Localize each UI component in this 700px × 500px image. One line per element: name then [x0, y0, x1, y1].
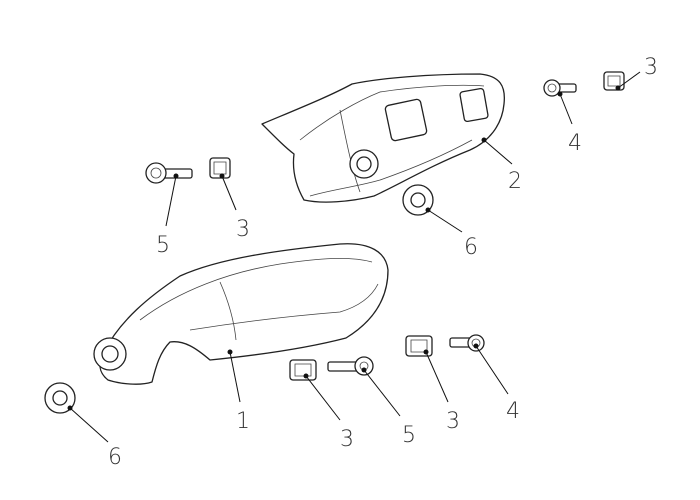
label-part-3-top-right: 3	[644, 55, 658, 80]
part-3-nut-bottom-a	[289, 359, 317, 381]
part-2-upper-cover	[261, 73, 506, 203]
part-6-washer-left	[44, 382, 76, 414]
label-part-3-left: 3	[236, 217, 250, 242]
label-part-4-bottom: 4	[506, 399, 520, 424]
label-part-4-top: 4	[568, 131, 582, 156]
part-6-washer-right	[402, 184, 434, 216]
label-part-1: 1	[236, 409, 250, 434]
label-part-2: 2	[508, 169, 522, 194]
part-3-nut-left	[209, 157, 231, 179]
part-5-screw-left	[145, 162, 193, 184]
label-part-6-left: 6	[108, 445, 122, 470]
label-part-3-bottom-a: 3	[340, 427, 354, 452]
part-3-nut-top-right	[603, 71, 625, 91]
label-part-5-bottom: 5	[402, 423, 416, 448]
leader-lines	[67, 71, 641, 443]
part-4-screw-top	[543, 79, 577, 97]
part-1-lower-cover	[93, 243, 389, 385]
label-part-3-bottom-b: 3	[446, 409, 460, 434]
part-4-screw-bottom	[449, 334, 485, 352]
label-part-6-right: 6	[464, 235, 478, 260]
label-part-5-left: 5	[156, 233, 170, 258]
